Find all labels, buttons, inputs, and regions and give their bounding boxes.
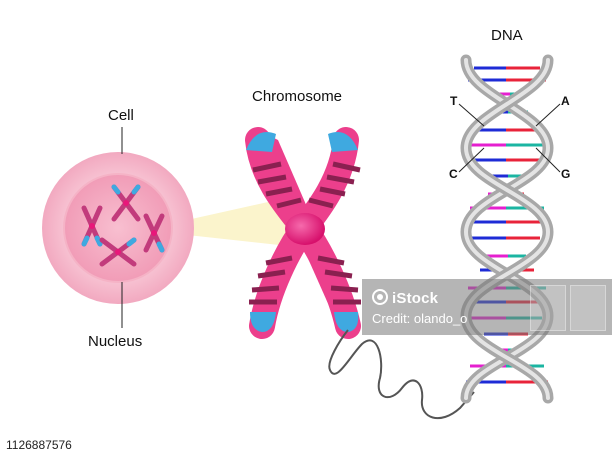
watermark-credit: Credit: olando_o	[372, 311, 468, 326]
unwinding-strand	[328, 329, 475, 419]
chromosome	[245, 127, 361, 339]
chromosome-tip-bottom-right	[334, 312, 359, 332]
base-leader-t	[458, 103, 485, 127]
cell-label: Cell	[108, 107, 134, 124]
watermark-logo: iStock	[372, 289, 438, 307]
dna-helix	[460, 54, 554, 404]
nucleus-label: Nucleus	[88, 333, 142, 350]
stock-watermark: iStock Credit: olando_o	[362, 279, 612, 335]
base-label-a: A	[561, 94, 570, 108]
image-id: 1126887576	[6, 438, 72, 452]
chromosome-label: Chromosome	[252, 88, 342, 105]
nucleus	[64, 174, 172, 282]
chromosome-tip-top-left	[246, 132, 276, 152]
base-leader-a	[535, 103, 561, 127]
chromosome-tip-top-right	[328, 132, 358, 152]
istock-logo-icon	[372, 289, 388, 305]
cell	[42, 152, 194, 304]
base-label-g: G	[561, 167, 570, 181]
watermark-tile-icon	[570, 285, 606, 331]
base-label-c: C	[449, 167, 458, 181]
base-label-t: T	[450, 94, 458, 108]
chromosome-tip-bottom-left	[250, 312, 276, 332]
mini-chromosomes	[81, 184, 165, 267]
watermark-tile-icon	[530, 285, 566, 331]
watermark-brand: iStock	[392, 290, 439, 307]
centromere	[285, 213, 325, 245]
dna-label: DNA	[491, 27, 523, 44]
base-leader-c	[458, 147, 485, 173]
base-leader-g	[535, 147, 561, 173]
